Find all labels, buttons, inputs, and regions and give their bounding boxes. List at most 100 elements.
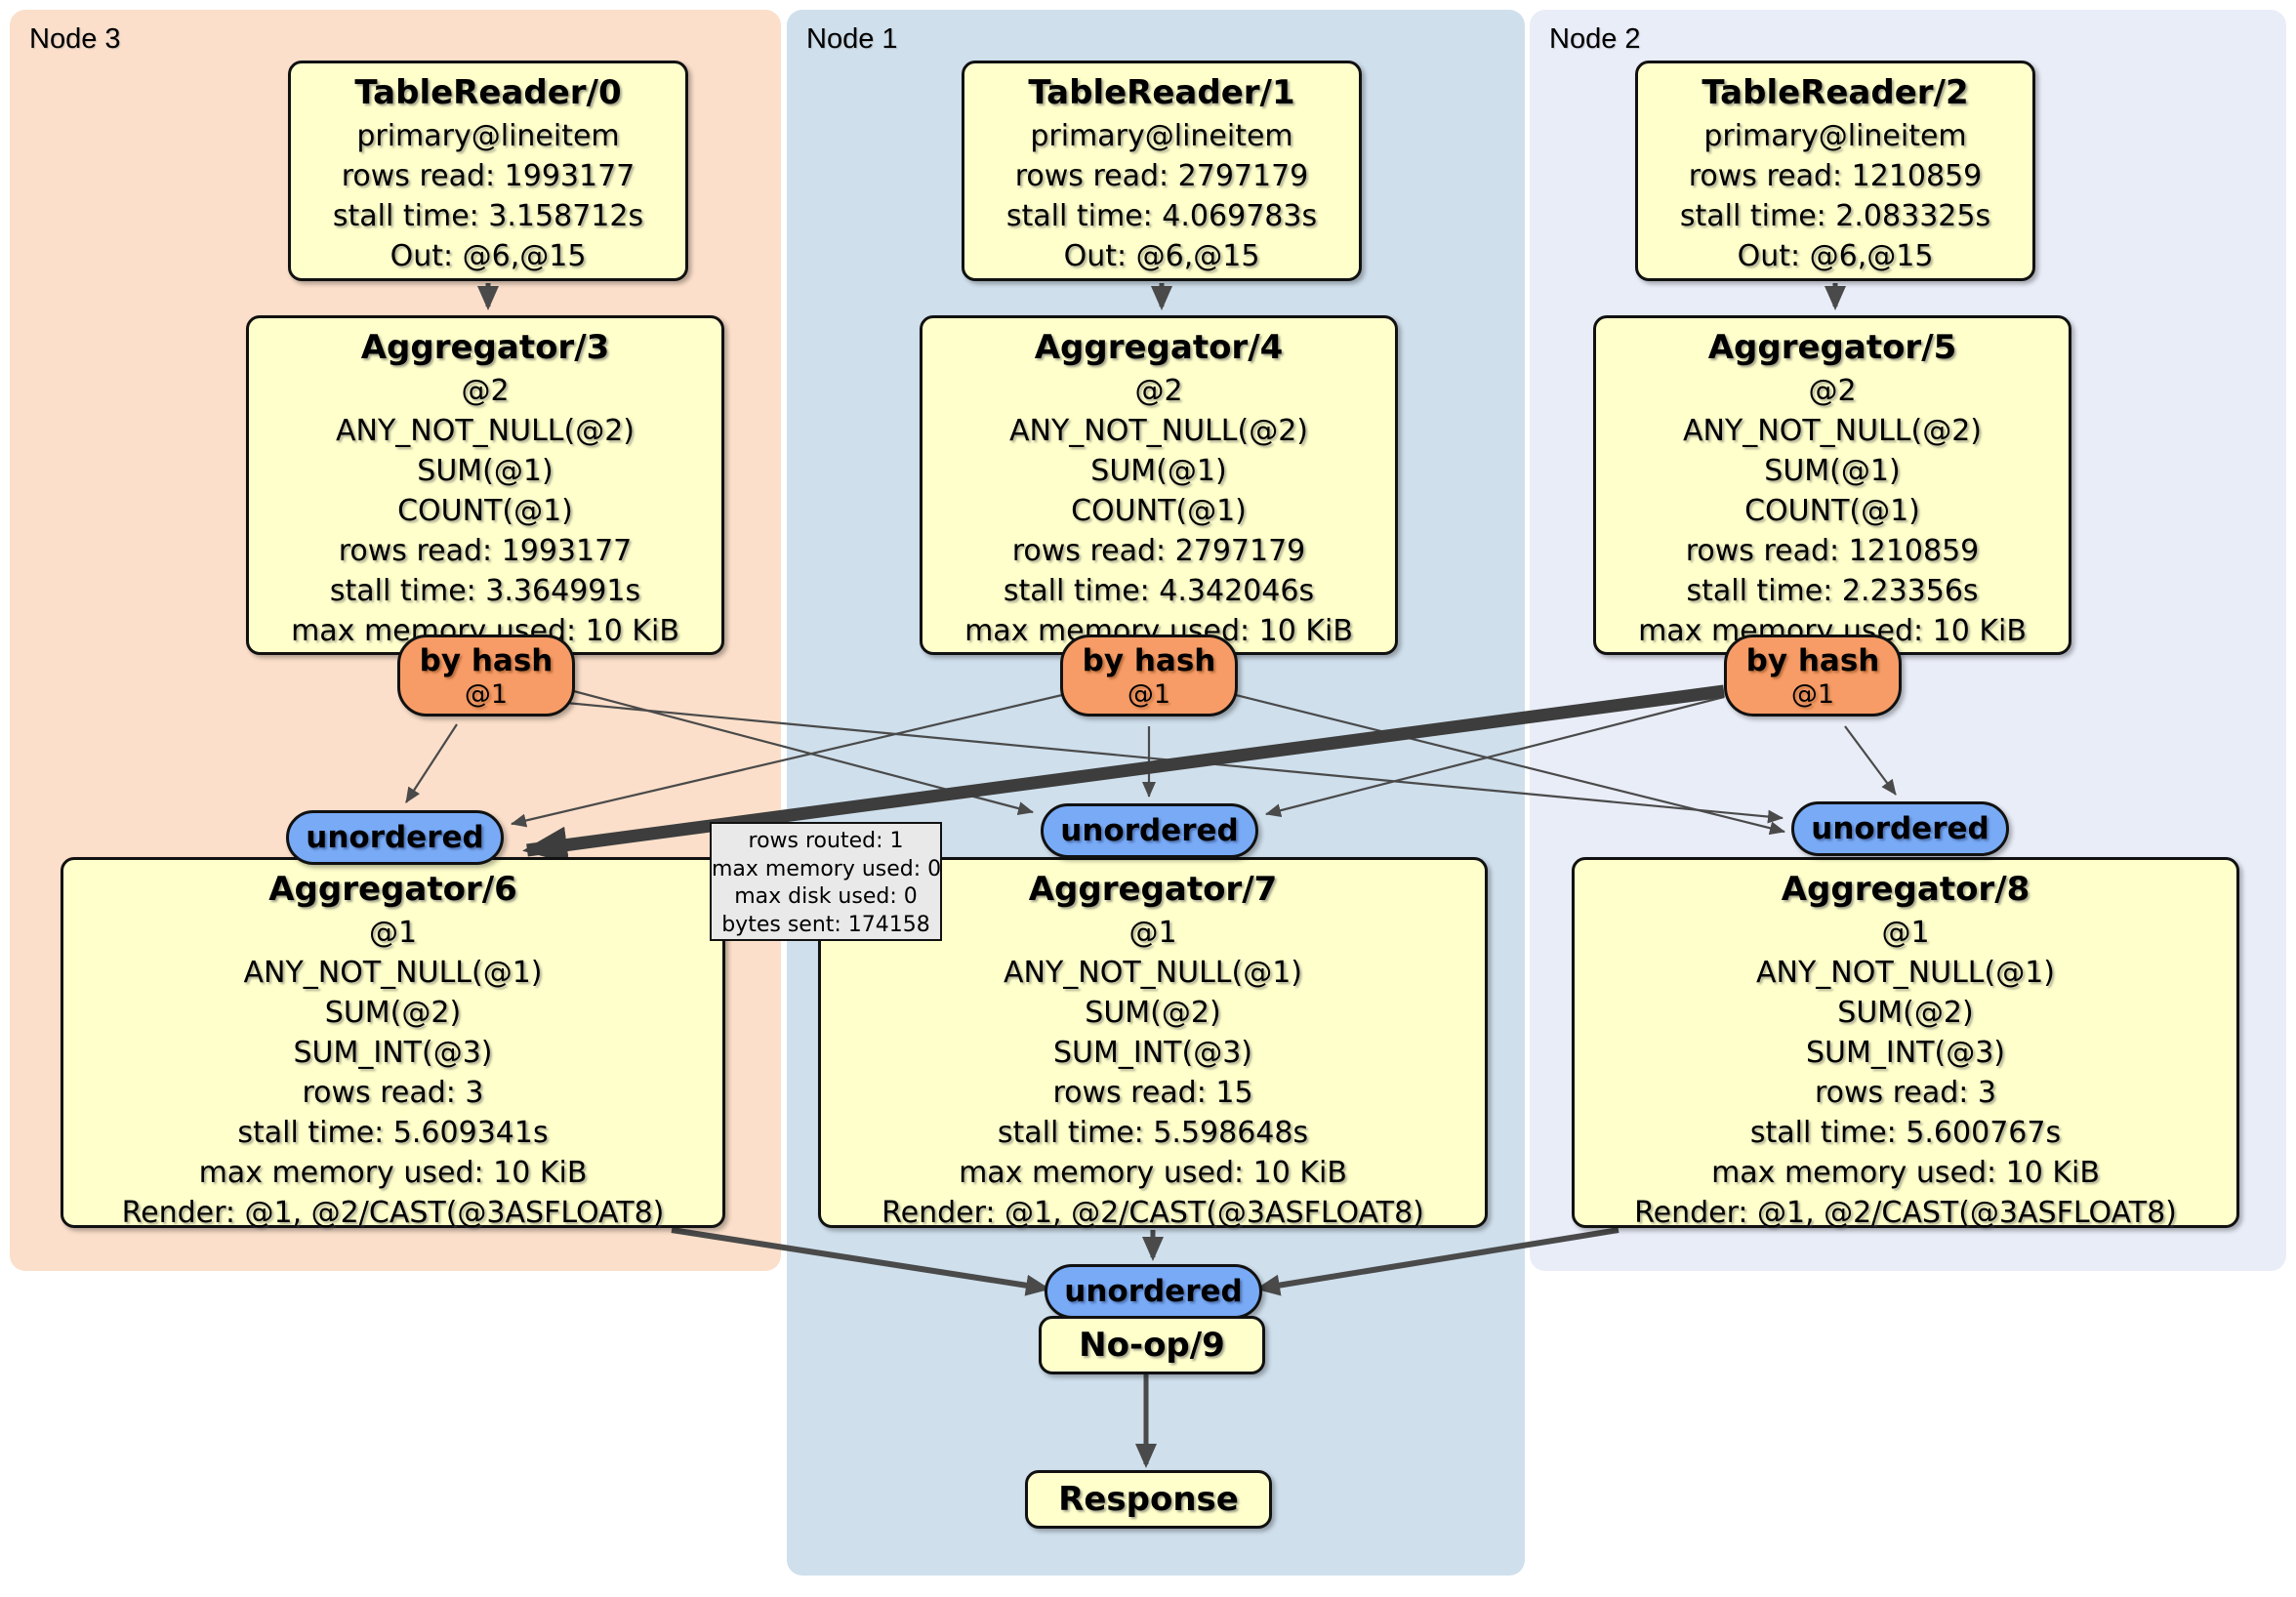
- box-line: rows read: 2797179: [1011, 534, 1306, 568]
- box-line: primary@lineitem: [356, 119, 620, 153]
- box-line: SUM(@2): [324, 996, 462, 1030]
- box-line: max memory used: 10 KiB: [959, 1156, 1347, 1190]
- tooltip-lines: rows routed: 1 max memory used: 0 max disk…: [712, 828, 942, 939]
- sync-unordered-node1: unordered: [1041, 803, 1258, 858]
- box-tablereader-2: TableReader/2 primary@lineitem rows read:…: [1635, 61, 2035, 281]
- box-line: @2: [461, 374, 510, 408]
- box-line: rows read: 3: [1814, 1076, 1997, 1110]
- box-line: ANY_NOT_NULL(@1): [243, 956, 543, 990]
- router-by-hash-node2: by hash @1: [1724, 635, 1902, 717]
- box-line: stall time: 2.083325s: [1679, 199, 1991, 233]
- box-line: COUNT(@1): [1071, 494, 1247, 528]
- box-response: Response: [1025, 1470, 1272, 1529]
- box-line: SUM_INT(@3): [293, 1036, 493, 1070]
- box-title: Response: [1058, 1480, 1239, 1519]
- box-line: ANY_NOT_NULL(@2): [1683, 414, 1982, 448]
- router-key: @1: [1790, 679, 1835, 710]
- box-line: rows routed: 1: [748, 829, 904, 853]
- box-line: SUM(@2): [1837, 996, 1974, 1030]
- box-line: @2: [1808, 374, 1857, 408]
- box-line: max memory used: 0: [712, 856, 942, 881]
- router-by-hash-node1: by hash @1: [1060, 635, 1238, 717]
- box-line: SUM(@2): [1085, 996, 1221, 1030]
- box-line: SUM(@1): [417, 454, 554, 488]
- box-line: primary@lineitem: [1030, 119, 1293, 153]
- box-line: @1: [368, 916, 418, 950]
- box-line: max disk used: 0: [734, 884, 918, 909]
- edge-stats-tooltip: rows routed: 1 max memory used: 0 max disk…: [710, 822, 942, 941]
- sync-unordered-node3: unordered: [286, 810, 504, 865]
- box-line: COUNT(@1): [397, 494, 573, 528]
- box-line: max memory used: 10 KiB: [198, 1156, 588, 1190]
- box-line: bytes sent: 174158: [721, 912, 930, 937]
- box-line: Render: @1, @2/CAST(@3ASFLOAT8): [1634, 1196, 2177, 1230]
- box-title: TableReader/0: [354, 73, 622, 112]
- box-line: stall time: 3.364991s: [329, 574, 641, 608]
- box-title: TableReader/1: [1028, 73, 1295, 112]
- box-line: stall time: 4.342046s: [1003, 574, 1315, 608]
- box-line: stall time: 5.609341s: [237, 1116, 549, 1150]
- panel-node1-label: Node 1: [806, 23, 898, 55]
- box-line: ANY_NOT_NULL(@2): [1009, 414, 1308, 448]
- box-line: rows read: 15: [1052, 1076, 1253, 1110]
- box-line: stall time: 2.23356s: [1686, 574, 1979, 608]
- box-title: No-op/9: [1079, 1326, 1225, 1365]
- box-line: primary@lineitem: [1703, 119, 1967, 153]
- box-line: ANY_NOT_NULL(@1): [1004, 956, 1302, 990]
- router-label: by hash: [1745, 643, 1880, 678]
- box-line: stall time: 3.158712s: [332, 199, 644, 233]
- box-line: ANY_NOT_NULL(@1): [1756, 956, 2055, 990]
- box-line: rows read: 1993177: [338, 534, 633, 568]
- box-title: Aggregator/8: [1781, 870, 2030, 909]
- box-line: rows read: 1210859: [1688, 159, 1983, 193]
- sync-label: unordered: [1811, 811, 1989, 846]
- router-label: by hash: [1082, 643, 1216, 678]
- box-line: @2: [1134, 374, 1183, 408]
- router-key: @1: [1127, 679, 1171, 710]
- box-line: Render: @1, @2/CAST(@3ASFLOAT8): [882, 1196, 1424, 1230]
- sync-unordered-node2: unordered: [1791, 801, 2009, 856]
- box-title: Aggregator/3: [360, 328, 610, 367]
- box-title: Aggregator/7: [1028, 870, 1278, 909]
- box-line: stall time: 4.069783s: [1005, 199, 1318, 233]
- box-title: Aggregator/6: [268, 870, 517, 909]
- box-title: Aggregator/5: [1707, 328, 1957, 367]
- router-key: @1: [464, 679, 509, 710]
- router-label: by hash: [419, 643, 554, 678]
- sync-unordered-final: unordered: [1045, 1264, 1262, 1319]
- box-noop-9: No-op/9: [1039, 1316, 1265, 1374]
- box-line: @1: [1128, 916, 1177, 950]
- box-line: ANY_NOT_NULL(@2): [336, 414, 635, 448]
- box-line: Out: @6,@15: [390, 239, 587, 273]
- box-title: Aggregator/4: [1034, 328, 1284, 367]
- box-line: max memory used: 10 KiB: [1711, 1156, 2100, 1190]
- box-title: TableReader/2: [1702, 73, 1969, 112]
- box-line: rows read: 3: [302, 1076, 484, 1110]
- box-line: rows read: 1210859: [1685, 534, 1980, 568]
- sync-label: unordered: [1060, 813, 1239, 848]
- box-line: stall time: 5.600767s: [1749, 1116, 2062, 1150]
- box-line: Out: @6,@15: [1737, 239, 1934, 273]
- box-line: SUM_INT(@3): [1053, 1036, 1252, 1070]
- sync-label: unordered: [1064, 1274, 1243, 1309]
- box-line: SUM(@1): [1764, 454, 1901, 488]
- box-line: stall time: 5.598648s: [997, 1116, 1309, 1150]
- box-line: COUNT(@1): [1744, 494, 1920, 528]
- box-lines: primary@lineitem rows read: 1210859 stall …: [1638, 116, 2032, 276]
